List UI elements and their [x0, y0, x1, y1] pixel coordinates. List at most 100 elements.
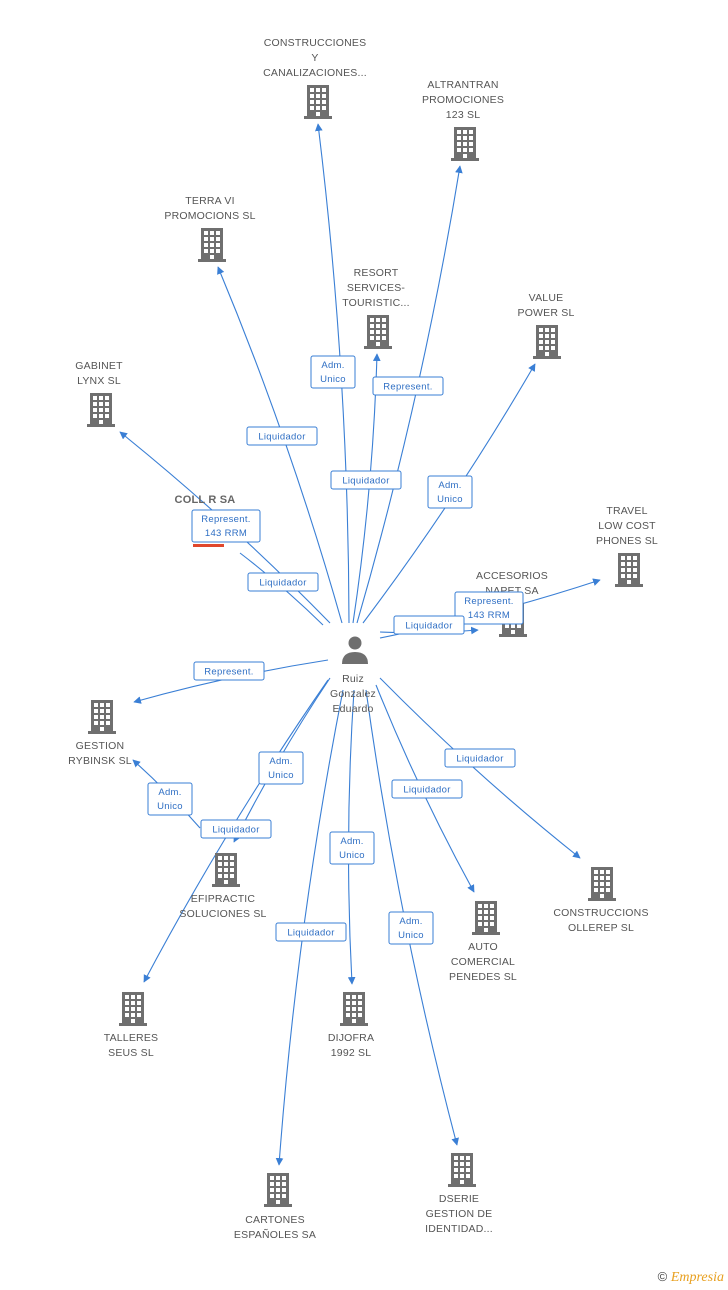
company-name: SOLUCIONES SL [179, 908, 266, 920]
edge-label-box [391, 779, 463, 799]
edge-label-text: Adm. [340, 836, 363, 847]
edge-label-construcciones[interactable]: Adm.Unico [310, 355, 356, 389]
company-node-resort[interactable]: RESORTSERVICES-TOURISTIC... [342, 267, 410, 349]
company-name: LYNX SL [77, 375, 121, 387]
company-node-gabinet[interactable]: GABINET LYNX SL [75, 360, 123, 427]
footer: © Empresia [658, 1269, 724, 1286]
company-name: TRAVEL [606, 505, 647, 517]
company-name: VALUE [529, 292, 564, 304]
edge-label-text: 143 RRM [205, 528, 247, 539]
edge-label-box [258, 751, 304, 785]
company-node-construccions_ollerep[interactable]: CONSTRUCCIONS OLLEREP SL [553, 867, 648, 934]
edge-label-box [330, 470, 402, 490]
company-name: PENEDES SL [449, 971, 517, 983]
company-name: POWER SL [517, 307, 574, 319]
copyright-symbol: © [657, 1269, 668, 1284]
company-node-value[interactable]: VALUE POWER SL [517, 292, 574, 359]
person-icon [342, 636, 368, 664]
edge-label-box [247, 572, 319, 592]
brand-logo: Empresia [670, 1270, 724, 1285]
building-icon [533, 325, 561, 359]
company-name: SEUS SL [108, 1047, 154, 1059]
company-name: GABINET [75, 360, 123, 372]
edge-label-talleres[interactable]: Adm.Unico [147, 782, 193, 816]
edge-label-text: Unico [398, 930, 424, 941]
edge-label-value[interactable]: Adm.Unico [427, 475, 473, 509]
edge-label-dijofra[interactable]: Adm. Unico [329, 831, 375, 865]
company-name: PROMOCIONS SL [164, 210, 255, 222]
edge-label-text: Adm. [399, 916, 422, 927]
edge-label-terra[interactable]: Liquidador [246, 426, 318, 446]
company-node-cartones[interactable]: CARTONES ESPAÑOLES SA [234, 1173, 316, 1241]
edge-label-text: Represent. [464, 596, 513, 607]
edge-label-construccions_ollerep[interactable]: Liquidador [444, 748, 516, 768]
edge-label-accesorios[interactable]: Liquidador [393, 615, 465, 635]
edge-label-efipractic[interactable]: Adm.Unico [258, 751, 304, 785]
edge-label-box [275, 922, 347, 942]
company-name: CONSTRUCCIONES [264, 37, 367, 49]
edge-label-coll[interactable]: Liquidador [247, 572, 319, 592]
building-icon [472, 901, 500, 935]
edge-label-gabinet[interactable]: Represent.143 RRM [191, 509, 261, 543]
edge-label-travel[interactable]: Represent.143 RRM [454, 591, 524, 625]
company-name: GESTION DE [426, 1208, 493, 1220]
edge-label-text: Adm. [158, 787, 181, 798]
edge-label-text: Unico [339, 850, 365, 861]
building-icon [615, 553, 643, 587]
building-icon [451, 127, 479, 161]
edge-label-cartones[interactable]: Liquidador [275, 922, 347, 942]
company-name: OLLEREP SL [568, 922, 634, 934]
building-icon [364, 315, 392, 349]
company-name: AUTO [468, 941, 498, 953]
edge-label-dserie[interactable]: Adm. Unico [388, 911, 434, 945]
company-name: CARTONES [245, 1214, 305, 1226]
company-name: CANALIZACIONES... [263, 67, 367, 79]
company-name: ESPAÑOLES SA [234, 1228, 316, 1241]
company-name: COLL R SA [175, 494, 236, 506]
edge-label-gestion[interactable]: Represent. [193, 661, 265, 681]
highlight-underline [193, 544, 224, 547]
building-icon [212, 853, 240, 887]
edge-label-box [310, 355, 356, 389]
edge-line-altrantran [356, 165, 463, 624]
company-name: SERVICES- [347, 282, 406, 294]
company-name: RYBINSK SL [68, 755, 132, 767]
building-icon [88, 700, 116, 734]
company-name: PROMOCIONES [422, 94, 504, 106]
building-icon [87, 393, 115, 427]
company-name: PHONES SL [596, 535, 658, 547]
company-node-travel[interactable]: TRAVEL LOW COST PHONES SL [596, 505, 658, 587]
company-name: CONSTRUCCIONS [553, 907, 648, 919]
person-name: Gonzalez [330, 688, 376, 700]
company-name: ACCESORIOS [476, 570, 548, 582]
edge-label-text: Liquidador [258, 432, 305, 443]
edge-label-text: Unico [320, 374, 346, 385]
company-name: DIJOFRA [328, 1032, 374, 1044]
edge-label-auto[interactable]: Liquidador [391, 779, 463, 799]
edge-label-text: Liquidador [287, 928, 334, 939]
company-name: 123 SL [446, 109, 480, 121]
company-name: TOURISTIC... [342, 297, 410, 309]
edge-label-text: Liquidador [456, 754, 503, 765]
edge-label-efipractic2[interactable]: Liquidador [200, 819, 272, 839]
company-name: Y [311, 52, 318, 64]
edge-label-text: Represent. [204, 667, 253, 678]
edge-label-box [372, 376, 444, 396]
edge-label-resort[interactable]: Liquidador [330, 470, 402, 490]
company-name: LOW COST [598, 520, 656, 532]
company-node-construcciones[interactable]: CONSTRUCCIONES Y CANALIZACIONES... [263, 37, 367, 119]
company-node-coll[interactable]: COLL R SA [175, 494, 236, 547]
edge-label-altrantran[interactable]: Represent. [372, 376, 444, 396]
edge-label-box [200, 819, 272, 839]
building-icon [264, 1173, 292, 1207]
